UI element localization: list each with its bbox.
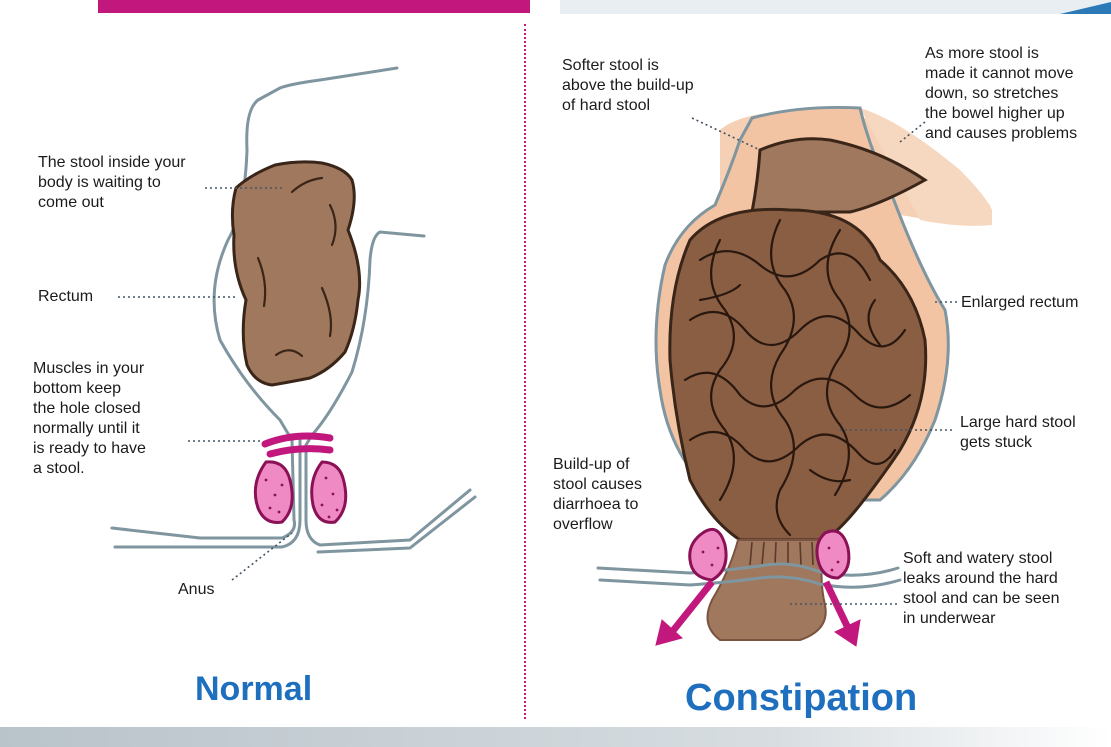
- label-anus: Anus: [178, 580, 214, 600]
- label-softer-stool: Softer stool is above the build-up of ha…: [562, 56, 694, 116]
- label-rectum: Rectum: [38, 287, 93, 307]
- label-watery-stool: Soft and watery stool leaks around the h…: [903, 549, 1060, 629]
- label-buildup: Build-up of stool causes diarrhoea to ov…: [553, 455, 642, 535]
- label-large-hard-stool: Large hard stool gets stuck: [960, 413, 1076, 453]
- footer-band: [0, 727, 1111, 747]
- normal-stool: [232, 162, 359, 385]
- normal-sphincter-ring: [265, 436, 330, 454]
- label-stool-inside: The stool inside your body is waiting to…: [38, 153, 186, 213]
- label-muscles: Muscles in your bottom keep the hole clo…: [33, 359, 146, 479]
- label-more-stool: As more stool is made it cannot move dow…: [925, 44, 1077, 144]
- label-enlarged-rectum: Enlarged rectum: [961, 293, 1078, 313]
- normal-illustration: [0, 0, 540, 660]
- normal-title: Normal: [195, 669, 312, 709]
- constipation-title: Constipation: [685, 678, 917, 718]
